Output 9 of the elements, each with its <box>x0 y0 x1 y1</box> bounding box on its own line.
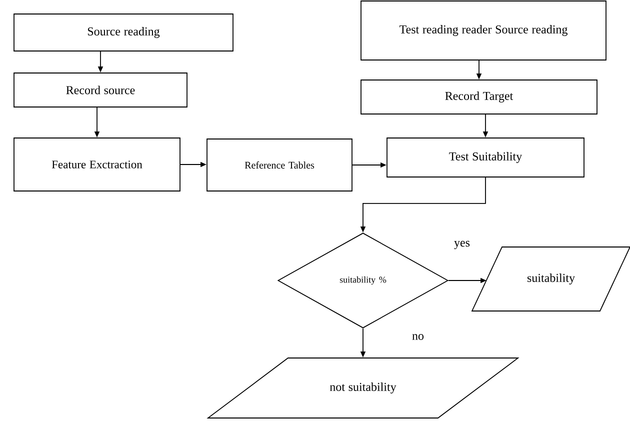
process-box: Source reading <box>14 14 234 52</box>
process-box: Test Suitability <box>386 138 584 178</box>
edge-label: yes <box>453 240 471 250</box>
process-box: Record source <box>14 72 188 108</box>
process-box: Record Target <box>360 80 598 114</box>
edge-label: no <box>411 333 425 341</box>
process-box: Feature Exctraction <box>14 138 180 192</box>
process-box: Test reading reader Source reading <box>360 0 606 60</box>
process-box: Reference Tables <box>206 138 352 192</box>
